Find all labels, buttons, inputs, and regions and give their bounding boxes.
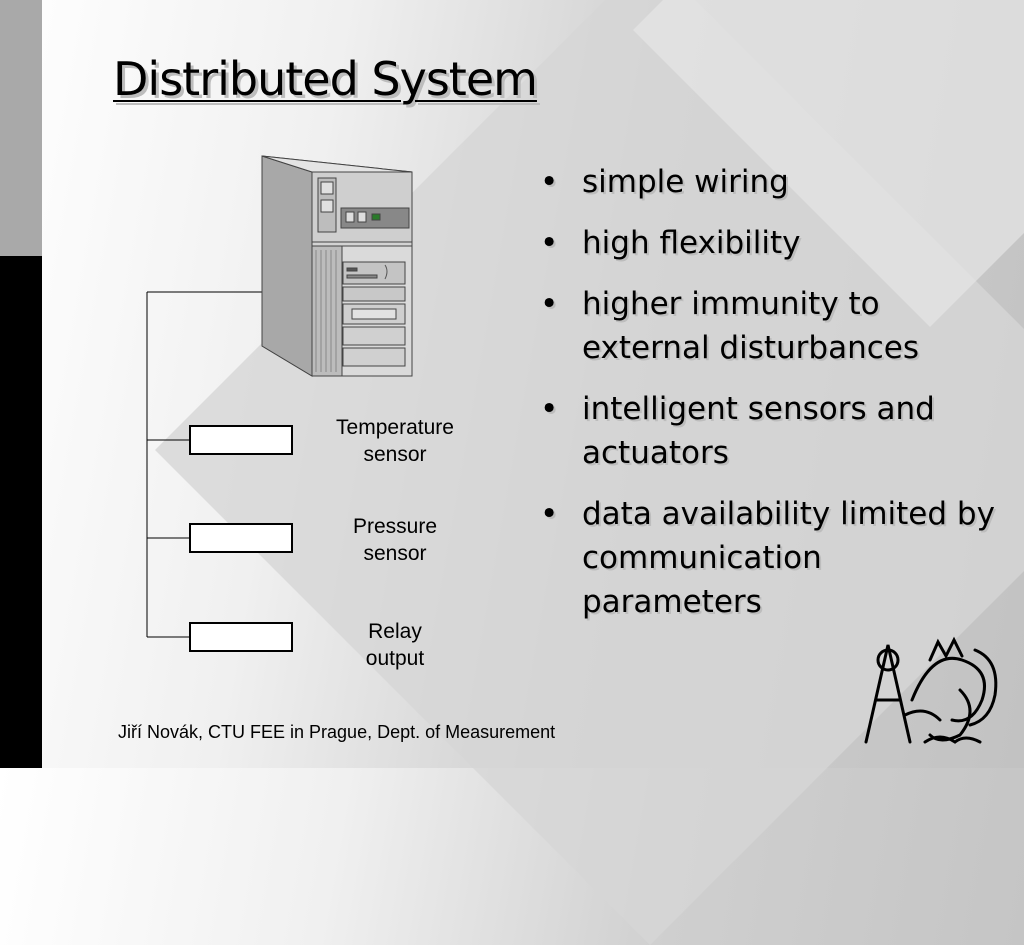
bus-lines — [146, 291, 262, 638]
sensor-label-pressure: Pressure sensor — [310, 513, 480, 567]
bullet-item: • simple wiring — [540, 160, 1000, 204]
sensor-box-relay — [189, 622, 293, 652]
sensor-box-pressure — [189, 523, 293, 553]
ctu-lion-logo-icon — [864, 636, 998, 744]
bullet-glyph: • — [540, 496, 559, 532]
bullet-glyph: • — [540, 286, 559, 322]
bullet-item: • intelligent sensors and actuators — [540, 387, 1000, 475]
sensor-label-line: sensor — [363, 542, 427, 565]
bullet-text: high flexibility — [582, 225, 801, 261]
bullet-glyph: • — [540, 391, 559, 427]
bullet-glyph: • — [540, 225, 559, 261]
bullet-text: higher immunity to external disturbances — [582, 286, 919, 366]
left-bar-gray — [0, 0, 42, 256]
bullet-item: • high flexibility — [540, 221, 1000, 265]
computer-tower-icon — [261, 155, 413, 377]
sensor-box-temperature — [189, 425, 293, 455]
bullet-list: • simple wiring • high flexibility • higher… — [540, 160, 1000, 641]
sensor-label-line: Relay — [368, 620, 422, 643]
network-diagram — [146, 155, 998, 744]
slide-title: Distributed System — [113, 52, 538, 106]
footer-credit: Jiří Novák, CTU FEE in Prague, Dept. of … — [118, 722, 556, 742]
bullet-glyph: • — [540, 164, 559, 200]
sensor-label-line: sensor — [363, 443, 427, 466]
left-bar-black — [0, 256, 42, 768]
bullet-text: data availability limited by communicati… — [582, 496, 995, 620]
sensor-label-line: Pressure — [352, 515, 438, 538]
bullet-item: • data availability limited by communicat… — [540, 492, 1000, 624]
sensor-label-temperature: Temperature sensor — [310, 414, 480, 468]
sensor-label-line: output — [365, 647, 425, 670]
sensor-label-relay: Relay output — [310, 618, 480, 672]
sensor-label-line: Temperature — [336, 416, 454, 439]
bullet-item: • higher immunity to external disturbance… — [540, 282, 1000, 370]
bullet-text: intelligent sensors and actuators — [582, 391, 935, 471]
bullet-text: simple wiring — [582, 164, 789, 200]
